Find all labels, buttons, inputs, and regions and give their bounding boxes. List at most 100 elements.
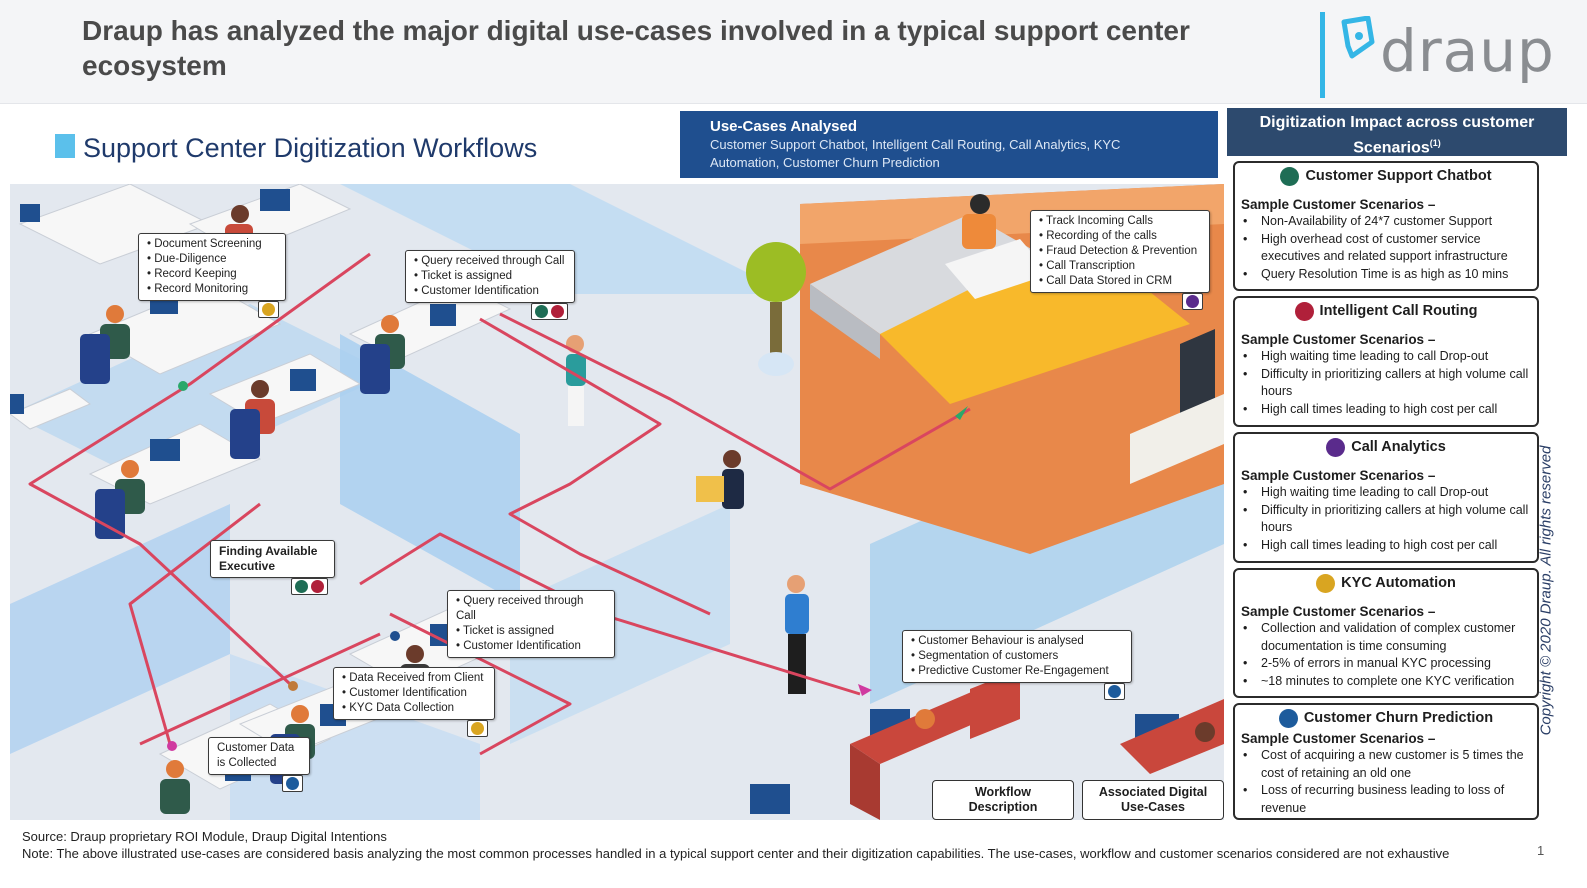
card-title: Customer Support Chatbot bbox=[1241, 166, 1531, 186]
logo-wordmark: draup bbox=[1380, 17, 1555, 85]
callout-finding-executive: Finding Available Executive bbox=[210, 540, 335, 595]
footer: Source: Draup proprietary ROI Module, Dr… bbox=[22, 828, 1542, 862]
call-routing-icon bbox=[551, 305, 564, 318]
churn-prediction-icon bbox=[286, 777, 299, 790]
card-title: Customer Churn Prediction bbox=[1241, 708, 1531, 728]
card-item: ~18 minutes to complete one KYC verifica… bbox=[1241, 673, 1531, 691]
callout-item: KYC Data Collection bbox=[342, 701, 486, 716]
logo-divider bbox=[1320, 12, 1325, 98]
page-number: 1 bbox=[1537, 843, 1545, 858]
draup-logo: draup bbox=[1320, 8, 1554, 98]
card-item: Query Resolution Time is as high as 10 m… bbox=[1241, 266, 1531, 284]
call-analytics-icon bbox=[1186, 295, 1199, 308]
callout-behaviour: Customer Behaviour is analysed Segmentat… bbox=[902, 630, 1132, 700]
header: Draup has analyzed the major digital use… bbox=[0, 0, 1587, 104]
waveform-icon bbox=[1326, 437, 1346, 457]
callout-item: Record Monitoring bbox=[147, 282, 277, 297]
card-item: Loss of recurring business leading to lo… bbox=[1241, 782, 1531, 817]
phone-icon bbox=[1294, 301, 1314, 321]
card-item: High call times leading to high cost per… bbox=[1241, 537, 1531, 555]
callout-item: Segmentation of customers bbox=[911, 649, 1123, 664]
callout-item: Ticket is assigned bbox=[456, 624, 606, 639]
logo-mark-icon bbox=[1341, 16, 1375, 59]
gear-icon bbox=[1316, 573, 1336, 593]
callout-item: Customer Behaviour is analysed bbox=[911, 634, 1123, 649]
impact-header-text: Digitization Impact across customer Scen… bbox=[1259, 114, 1535, 157]
chatbot-icon bbox=[535, 305, 548, 318]
callout-item: Query received through Call bbox=[414, 254, 566, 269]
callout-data-received: Data Received from Client Customer Ident… bbox=[333, 667, 495, 737]
callout-icons bbox=[467, 720, 488, 737]
callout-item: Data Received from Client bbox=[342, 671, 486, 686]
callout-item: Due-Diligence bbox=[147, 252, 277, 267]
card-title: Intelligent Call Routing bbox=[1241, 301, 1531, 321]
callout-item: Query received through Call bbox=[456, 594, 606, 624]
callout-item: Call Data Stored in CRM bbox=[1039, 274, 1201, 289]
callout-item: Predictive Customer Re-Engagement bbox=[911, 664, 1123, 679]
callout-item: Customer Identification bbox=[456, 639, 606, 654]
kyc-icon bbox=[262, 303, 275, 316]
card-item: Cost of acquiring a new customer is 5 ti… bbox=[1241, 747, 1531, 782]
callout-document-screening: Document Screening Due-Diligence Record … bbox=[138, 233, 286, 318]
card-title: KYC Automation bbox=[1241, 573, 1531, 593]
callout-item: Record Keeping bbox=[147, 267, 277, 282]
copyright-text: Copyright © 2020 Draup. All rights reser… bbox=[1537, 445, 1555, 736]
card-subtitle: Sample Customer Scenarios – bbox=[1241, 468, 1436, 483]
callout-icons bbox=[1104, 683, 1125, 700]
callout-customer-data: Customer Data is Collected bbox=[208, 737, 310, 792]
callout-icons bbox=[258, 301, 279, 318]
callout-item: Recording of the calls bbox=[1039, 229, 1201, 244]
card-item: High waiting time leading to call Drop-o… bbox=[1241, 484, 1531, 502]
legend-digital-use-cases: Associated Digital Use-Cases bbox=[1082, 780, 1224, 820]
card-title-text: Customer Support Chatbot bbox=[1305, 168, 1492, 184]
copyright-notice: Copyright © 2020 Draup. All rights reser… bbox=[1536, 432, 1558, 752]
card-customer-churn-prediction: Customer Churn Prediction Sample Custome… bbox=[1233, 703, 1539, 820]
callout-icons bbox=[282, 775, 303, 792]
footer-note: Note: The above illustrated use-cases ar… bbox=[22, 846, 1450, 861]
section-marker bbox=[55, 134, 75, 158]
callout-item: Ticket is assigned bbox=[414, 269, 566, 284]
legend-workflow-description: Workflow Description bbox=[932, 780, 1074, 820]
card-title-text: Intelligent Call Routing bbox=[1319, 303, 1478, 319]
card-call-analytics: Call Analytics Sample Customer Scenarios… bbox=[1233, 432, 1539, 563]
card-item: Difficulty in prioritizing callers at hi… bbox=[1241, 502, 1531, 537]
impact-header: Digitization Impact across customer Scen… bbox=[1227, 108, 1567, 156]
card-subtitle: Sample Customer Scenarios – bbox=[1241, 731, 1436, 746]
legend-label: Workflow Description bbox=[968, 785, 1038, 814]
callout-query-top: Query received through Call Ticket is as… bbox=[405, 250, 575, 320]
callout-query-mid: Query received through Call Ticket is as… bbox=[447, 590, 615, 658]
card-item: Collection and validation of complex cus… bbox=[1241, 620, 1531, 655]
card-customer-support-chatbot: Customer Support Chatbot Sample Customer… bbox=[1233, 161, 1539, 291]
impact-header-footnote: (1) bbox=[1429, 138, 1441, 148]
kyc-icon bbox=[471, 722, 484, 735]
card-kyc-automation: KYC Automation Sample Customer Scenarios… bbox=[1233, 568, 1539, 698]
card-item: 2-5% of errors in manual KYC processing bbox=[1241, 655, 1531, 673]
card-item: Difficulty in prioritizing callers at hi… bbox=[1241, 366, 1531, 401]
card-title-text: Customer Churn Prediction bbox=[1303, 710, 1494, 726]
chatbot-icon bbox=[1280, 166, 1300, 186]
use-cases-title: Use-Cases Analysed bbox=[710, 118, 858, 135]
card-item: High overhead cost of customer service e… bbox=[1241, 231, 1531, 266]
call-routing-icon bbox=[311, 580, 324, 593]
card-subtitle: Sample Customer Scenarios – bbox=[1241, 197, 1436, 212]
card-title: Call Analytics bbox=[1241, 437, 1531, 457]
card-title-text: Call Analytics bbox=[1351, 439, 1446, 455]
callout-item: Track Incoming Calls bbox=[1039, 214, 1201, 229]
card-item: Non-Availability of 24*7 customer Suppor… bbox=[1241, 213, 1531, 231]
churn-prediction-icon bbox=[1108, 685, 1121, 698]
section-title: Support Center Digitization Workflows bbox=[83, 133, 538, 163]
office-illustration: Document Screening Due-Diligence Record … bbox=[10, 184, 1224, 820]
footer-source: Source: Draup proprietary ROI Module, Dr… bbox=[22, 829, 387, 844]
chatbot-icon bbox=[295, 580, 308, 593]
card-item: High waiting time leading to call Drop-o… bbox=[1241, 348, 1531, 366]
legend-label: Associated Digital Use-Cases bbox=[1098, 785, 1208, 814]
card-subtitle: Sample Customer Scenarios – bbox=[1241, 604, 1436, 619]
callout-icons bbox=[531, 303, 568, 320]
callout-item: Document Screening bbox=[147, 237, 277, 252]
page-title: Draup has analyzed the major digital use… bbox=[82, 15, 1190, 81]
callout-item: Call Transcription bbox=[1039, 259, 1201, 274]
card-intelligent-call-routing: Intelligent Call Routing Sample Customer… bbox=[1233, 296, 1539, 427]
use-cases-banner: Use-Cases Analysed Customer Support Chat… bbox=[680, 111, 1218, 178]
card-subtitle: Sample Customer Scenarios – bbox=[1241, 332, 1436, 347]
use-cases-list: Customer Support Chatbot, Intelligent Ca… bbox=[710, 137, 1121, 170]
